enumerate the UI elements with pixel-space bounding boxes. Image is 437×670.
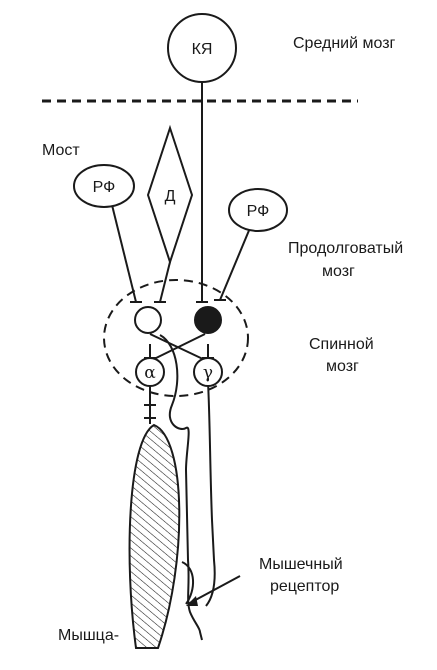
rf-right-label: РФ — [247, 203, 270, 220]
spinal-cord-label-line2: мозг — [326, 358, 359, 375]
rf-left-label: РФ — [93, 179, 116, 196]
receptor-label-line2: рецептор — [270, 578, 339, 595]
medulla-label-line1: Продолговатый — [288, 240, 403, 257]
interneuron-black — [194, 306, 222, 334]
interneuron-white — [134, 306, 162, 334]
spinal-cord-region — [103, 279, 249, 397]
vestibular-node — [146, 124, 194, 266]
alpha-motoneuron-node — [135, 357, 165, 387]
gamma-motoneuron-node — [193, 357, 223, 387]
vestibular-label: Д — [165, 188, 176, 205]
pons-label: Мост — [42, 142, 80, 159]
vestibular-tract — [159, 261, 171, 303]
gamma-motoneuron-label: γ — [203, 363, 213, 383]
muscle-label: Мышца- — [58, 627, 119, 644]
muscle-receptor-coil — [181, 561, 194, 605]
red-nucleus-label: КЯ — [192, 41, 213, 58]
rf-right-node — [228, 188, 288, 232]
medulla-label-line2: мозг — [322, 263, 355, 280]
rf-left-node — [73, 164, 135, 208]
spinal-cord-label-line1: Спинной — [309, 336, 374, 353]
receptor-label-line1: Мышечный — [259, 556, 343, 573]
interneuron-right-to-alpha — [151, 333, 206, 361]
rf-right-tract — [219, 227, 251, 301]
gamma-efferent-fiber — [205, 381, 216, 607]
rf-left-tract — [111, 204, 137, 303]
muscle-shape — [128, 423, 181, 649]
red-nucleus-node — [167, 13, 237, 83]
alpha-motoneuron-label: α — [144, 363, 156, 383]
receptor-pointer-line — [187, 575, 241, 605]
receptor-pointer-arrow — [186, 596, 198, 606]
midbrain-label: Средний мозг — [293, 35, 396, 52]
spindle-afferent-fiber — [159, 334, 203, 641]
